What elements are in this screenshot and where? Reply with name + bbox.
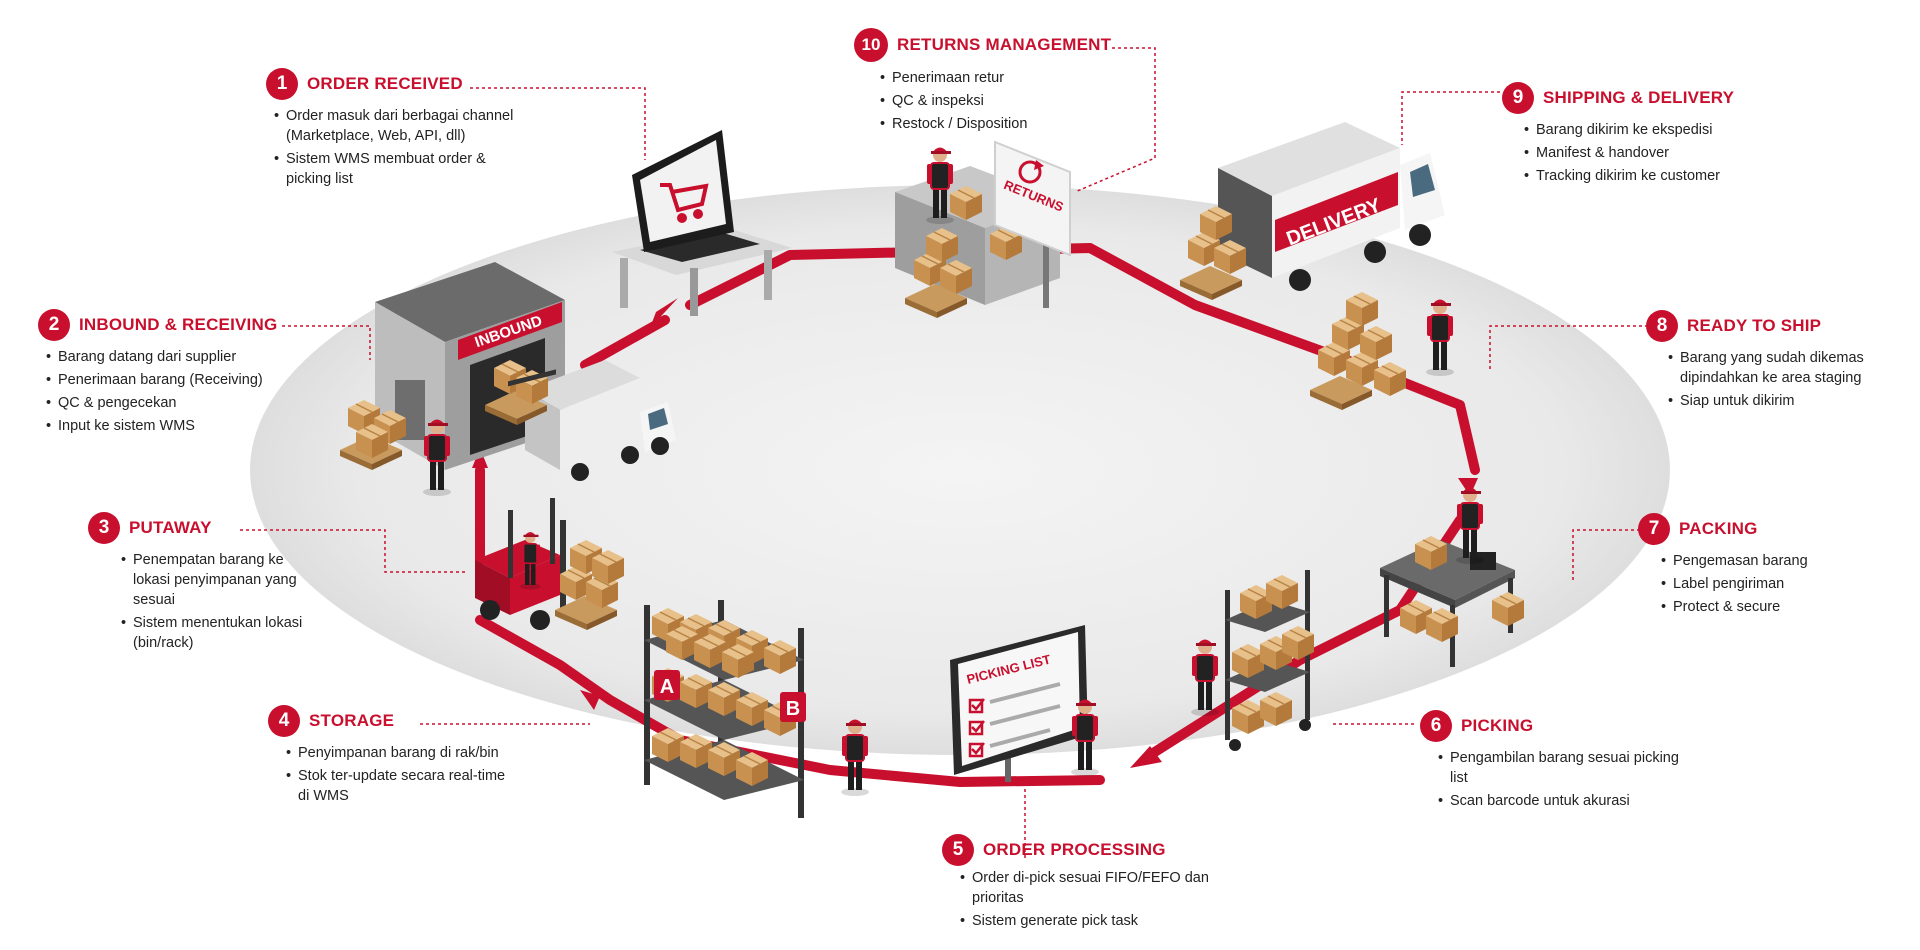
- step-title: INBOUND & RECEIVING: [79, 315, 278, 334]
- packing-table: [1380, 535, 1525, 667]
- rack-b-label: B: [786, 698, 800, 720]
- step-shipping-delivery: 9 SHIPPING & DELIVERY Barang dikirim ke e…: [1502, 82, 1802, 189]
- step-order-received: 1 ORDER RECEIVED Order masuk dari berbaga…: [266, 68, 566, 192]
- step-bullet: Restock / Disposition: [880, 114, 1122, 134]
- step-bullet: Label pengiriman: [1661, 574, 1893, 594]
- forklift: [475, 369, 566, 630]
- step-bullet: Sistem generate pick task: [960, 911, 1242, 931]
- step-title: PACKING: [1679, 519, 1758, 538]
- step-bullet: Barang datang dari supplier: [46, 347, 318, 367]
- step-bullet: Scan barcode untuk akurasi: [1438, 791, 1680, 811]
- step-title: READY TO SHIP: [1687, 316, 1822, 335]
- rack-a-sign: [654, 670, 680, 700]
- step-number-badge: 3: [88, 512, 120, 544]
- step-bullet: Order di-pick sesuai FIFO/FEFO dan prior…: [960, 868, 1242, 908]
- step-packing: 7 PACKING Pengemasan barang Label pengiri…: [1638, 513, 1920, 620]
- step-title: STORAGE: [309, 711, 395, 730]
- step-bullet: Order masuk dari berbagai channel (Marke…: [274, 106, 516, 146]
- step-number-badge: 9: [1502, 82, 1534, 114]
- step-number-badge: 4: [268, 705, 300, 737]
- step-inbound-receiving: 2 INBOUND & RECEIVING Barang datang dari …: [38, 309, 338, 439]
- step-bullet: Siap untuk dikirim: [1668, 391, 1910, 411]
- step-bullet: QC & inspeksi: [880, 91, 1122, 111]
- rack-b-sign: [780, 692, 806, 722]
- step-storage: 4 STORAGE Penyimpanan barang di rak/bin S…: [268, 705, 568, 809]
- callout-connectors: [240, 47, 1648, 858]
- laptop-illustration: [612, 130, 792, 316]
- step-number-badge: 10: [854, 28, 888, 62]
- step-ready-to-ship: 8 READY TO SHIP Barang yang sudah dikemas…: [1646, 310, 1920, 414]
- step-bullet: Pengambilan barang sesuai picking list: [1438, 748, 1680, 788]
- step-number-badge: 1: [266, 68, 298, 100]
- step-order-processing: 5 ORDER PROCESSING Order di-pick sesuai F…: [942, 834, 1242, 934]
- step-bullet: Protect & secure: [1661, 597, 1893, 617]
- step-title: PUTAWAY: [129, 518, 212, 537]
- step-number-badge: 6: [1420, 710, 1452, 742]
- step-bullet: QC & pengecekan: [46, 393, 318, 413]
- step-number-badge: 7: [1638, 513, 1670, 545]
- step-title: ORDER RECEIVED: [307, 74, 463, 93]
- cart-icon: [660, 183, 709, 223]
- step-bullet: Manifest & handover: [1524, 143, 1796, 163]
- step-title: ORDER PROCESSING: [983, 840, 1166, 859]
- step-bullet: Penyimpanan barang di rak/bin: [286, 743, 508, 763]
- step-bullet: Pengemasan barang: [1661, 551, 1893, 571]
- step-bullet: Barang dikirim ke ekspedisi: [1524, 120, 1796, 140]
- step-title: SHIPPING & DELIVERY: [1543, 88, 1735, 107]
- picking-list-board: PICKING LIST: [950, 625, 1088, 782]
- step-picking: 6 PICKING Pengambilan barang sesuai picki…: [1420, 710, 1720, 814]
- step-title: RETURNS MANAGEMENT: [897, 35, 1112, 54]
- rack-a-label: A: [660, 676, 674, 698]
- step-bullet: Barang yang sudah dikemas dipindahkan ke…: [1668, 348, 1910, 388]
- step-bullet: Penempatan barang ke lokasi penyimpanan …: [121, 550, 323, 610]
- step-bullet: Penerimaan barang (Receiving): [46, 370, 318, 390]
- step-bullet: Penerimaan retur: [880, 68, 1122, 88]
- step-bullet: Sistem menentukan lokasi (bin/rack): [121, 613, 323, 653]
- returns-sign: RETURNS: [994, 140, 1071, 308]
- step-putaway: 3 PUTAWAY Penempatan barang ke lokasi pen…: [88, 512, 388, 656]
- delivery-truck: DELIVERY: [1218, 122, 1445, 291]
- picking-cart: [1225, 570, 1315, 751]
- step-bullet: Input ke sistem WMS: [46, 416, 318, 436]
- step-number-badge: 8: [1646, 310, 1678, 342]
- step-title: PICKING: [1461, 716, 1534, 735]
- step-bullet: Stok ter-update secara real-time di WMS: [286, 766, 508, 806]
- step-bullet: Tracking dikirim ke customer: [1524, 166, 1796, 186]
- step-number-badge: 5: [942, 834, 974, 866]
- step-bullet: Sistem WMS membuat order & picking list: [274, 149, 516, 189]
- step-number-badge: 2: [38, 309, 70, 341]
- step-returns-management: 10 RETURNS MANAGEMENT Penerimaan retur QC…: [854, 28, 1154, 137]
